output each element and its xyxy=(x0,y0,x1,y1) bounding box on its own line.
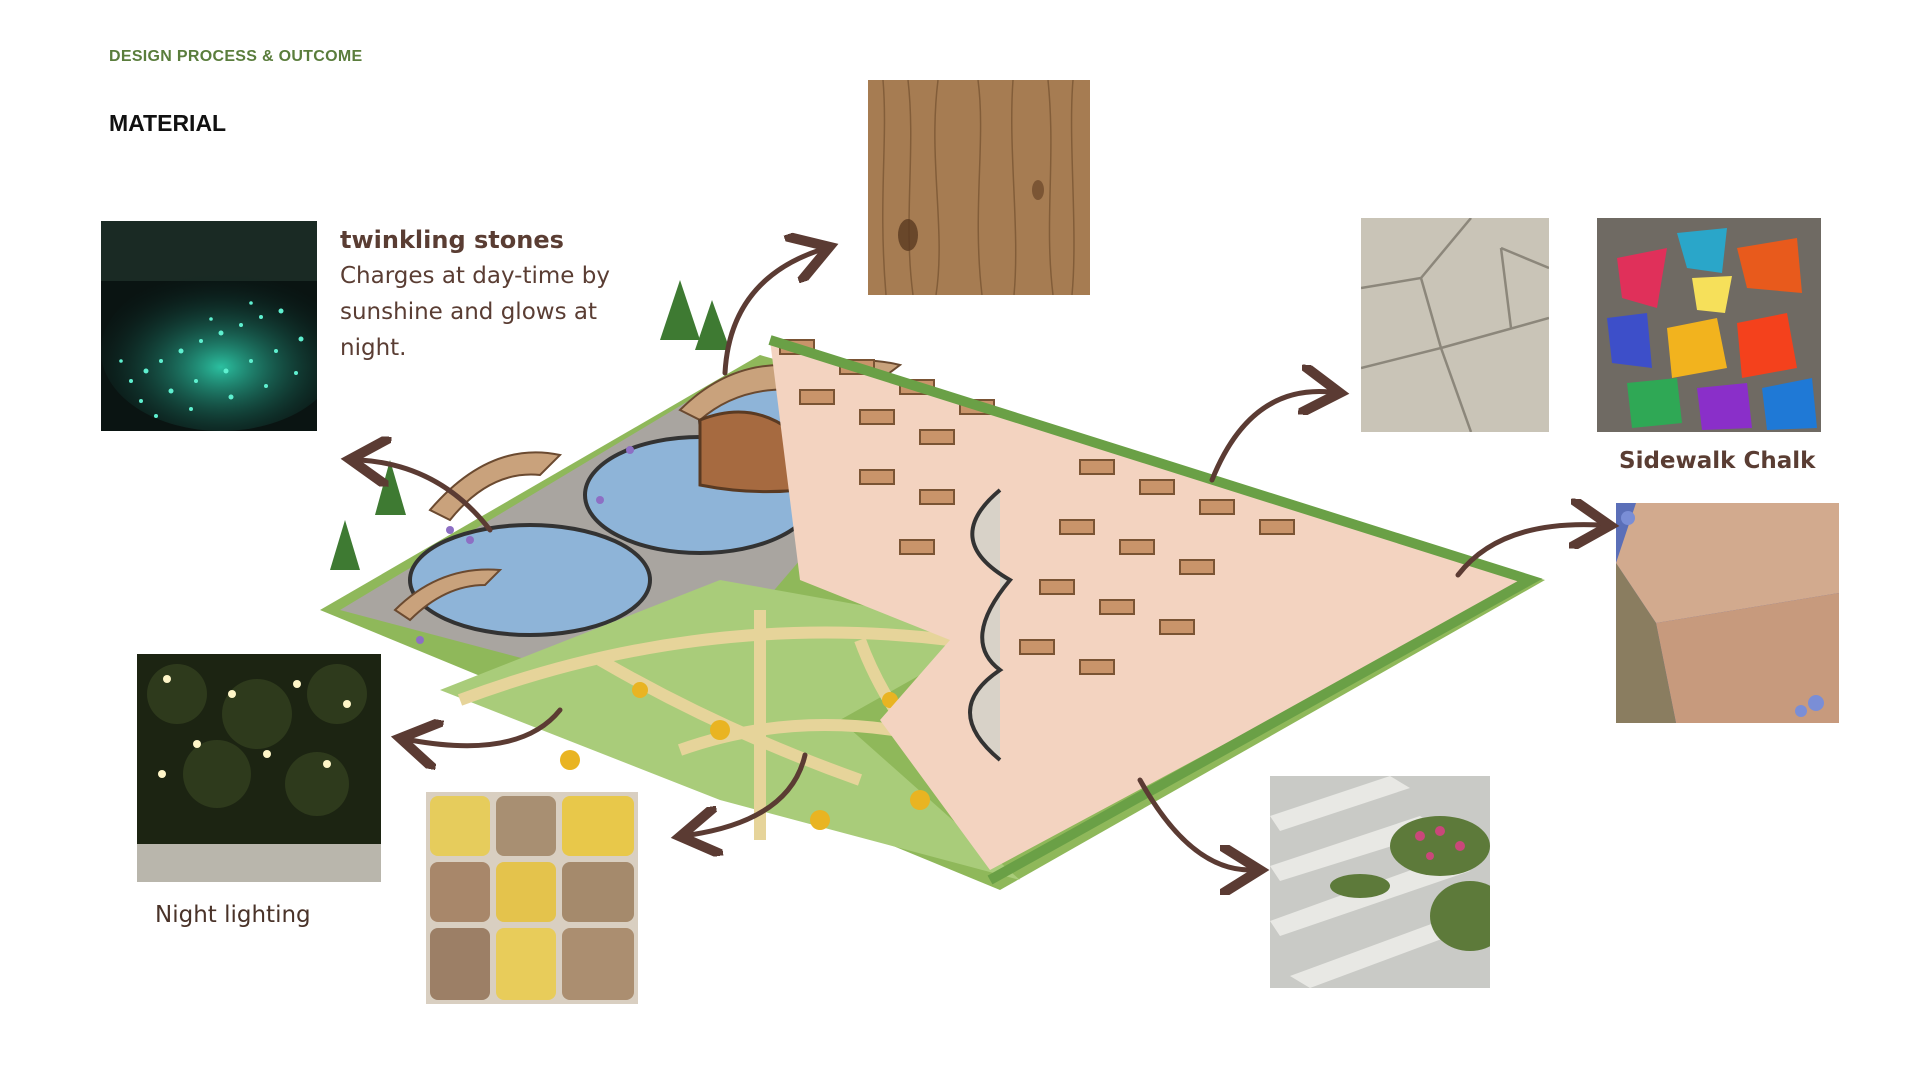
sandstone-path-photo xyxy=(1616,503,1839,723)
sidewalk-chalk-label: Sidewalk Chalk xyxy=(1619,448,1816,474)
twinkling-stones-caption: twinkling stones Charges at day-time by … xyxy=(340,222,620,366)
page-title: MATERIAL xyxy=(109,110,227,136)
paver-blocks-photo xyxy=(426,792,638,1004)
night-lighting-photo xyxy=(137,654,381,882)
night-lighting-label: Night lighting xyxy=(155,902,311,928)
wood-texture-photo xyxy=(868,80,1090,295)
grass-paver-steps-photo xyxy=(1270,776,1490,988)
garden-plan-illustration xyxy=(300,280,1570,900)
twinkling-stones-body: Charges at day-time by sunshine and glow… xyxy=(340,263,610,361)
section-eyebrow: DESIGN PROCESS & OUTCOME xyxy=(109,48,363,65)
sidewalk-chalk-photo xyxy=(1597,218,1821,432)
twinkling-stones-title: twinkling stones xyxy=(340,226,564,254)
twinkling-stones-photo xyxy=(101,221,317,431)
flagstone-photo xyxy=(1361,218,1549,432)
